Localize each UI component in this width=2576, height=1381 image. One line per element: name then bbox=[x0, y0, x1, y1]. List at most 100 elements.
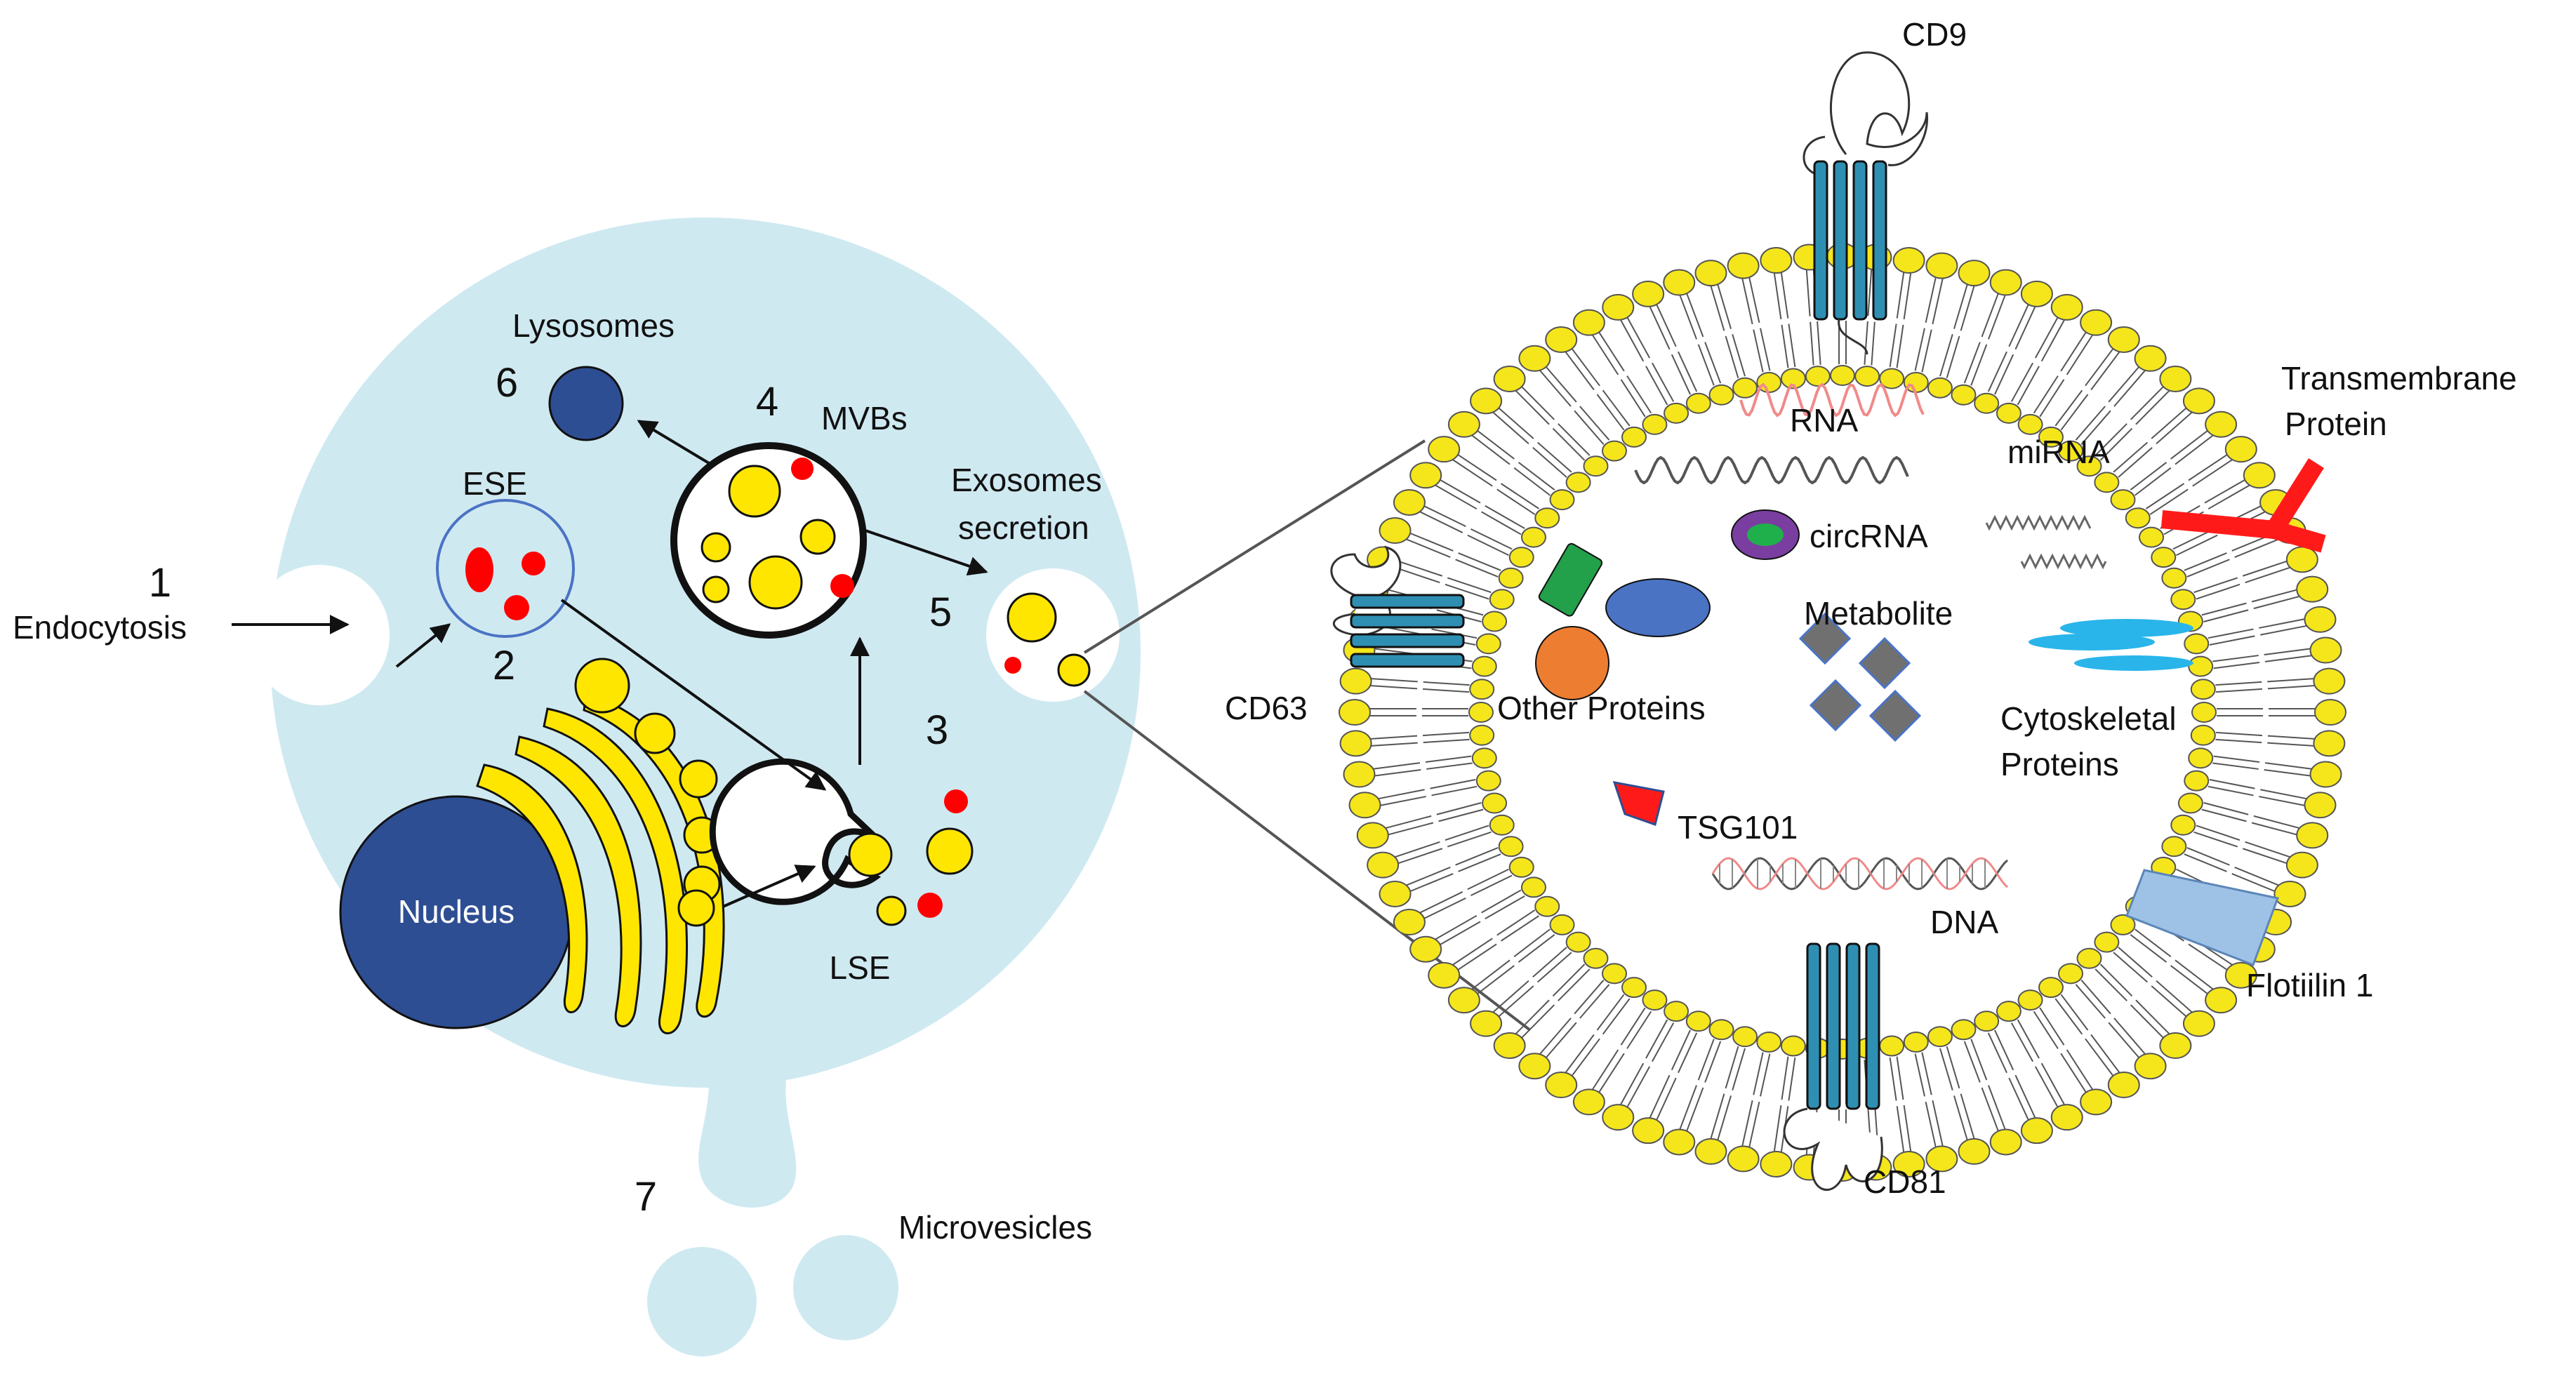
lipid-head-outer bbox=[1572, 1088, 1605, 1116]
lipid-head-outer bbox=[1958, 260, 1991, 287]
lipid-tail bbox=[1655, 1077, 1677, 1121]
lipid-head-inner bbox=[2017, 413, 2043, 435]
other-proteins-label: Other Proteins bbox=[1497, 690, 1706, 726]
lipid-tail bbox=[2149, 488, 2189, 515]
lse-vesicle bbox=[848, 832, 893, 877]
lipid-tail bbox=[1805, 269, 1811, 316]
lipid-tail bbox=[1393, 841, 1440, 858]
arrow-golgi-to-lse bbox=[722, 865, 816, 908]
lipid-head-inner bbox=[1482, 611, 1508, 632]
lipid-tail bbox=[1552, 427, 1586, 461]
lipid-tail bbox=[1431, 785, 1478, 796]
lipid-tail bbox=[2259, 796, 2308, 807]
lipid-tail bbox=[1994, 354, 2014, 395]
released-exosome bbox=[1007, 592, 1057, 643]
lipid-head-outer bbox=[1727, 1145, 1760, 1173]
lipid-head-outer bbox=[1409, 462, 1442, 489]
lipid-tail bbox=[1946, 1046, 1960, 1089]
lipid-tail bbox=[2085, 347, 2115, 387]
lipid-tail bbox=[1426, 762, 1473, 770]
lipid-tail bbox=[1436, 802, 1482, 815]
lipid-tail bbox=[2130, 462, 2167, 491]
lipid-head-outer bbox=[2314, 699, 2346, 726]
lipid-tail bbox=[1788, 323, 1796, 368]
lse-cargo bbox=[917, 893, 943, 918]
lipid-head-inner bbox=[2190, 679, 2216, 700]
lipid-head-outer bbox=[1632, 1117, 1665, 1145]
lipid-head-inner bbox=[1805, 366, 1831, 387]
lipid-tail bbox=[2203, 609, 2249, 622]
lipid-tail bbox=[1953, 1095, 1968, 1141]
lipid-tail bbox=[1903, 273, 1912, 320]
lipid-tail bbox=[1817, 321, 1821, 365]
lipid-tail bbox=[1481, 511, 1522, 535]
lipid-tail bbox=[1932, 279, 1944, 325]
lipid-tail bbox=[1456, 453, 1497, 481]
cytoskeletal-label-line1: Cytoskeletal bbox=[2000, 700, 2177, 737]
lipid-tail bbox=[1710, 286, 1725, 331]
lse-vesicle bbox=[876, 895, 907, 926]
lipid-tail bbox=[2175, 959, 2214, 990]
lipid-tail bbox=[2184, 853, 2227, 872]
lipid-tail bbox=[2186, 559, 2230, 578]
lipid-tail bbox=[2033, 375, 2059, 414]
lipid-head-inner bbox=[1685, 1010, 1711, 1032]
lipid-head-outer bbox=[1518, 345, 1551, 372]
lipid-head-outer bbox=[1339, 699, 1371, 726]
lipid-tail bbox=[1596, 394, 1625, 431]
lipid-tail bbox=[2060, 994, 2089, 1031]
lipid-head-inner bbox=[2139, 526, 2165, 548]
lipid-tail bbox=[2033, 1010, 2059, 1049]
circrna-label: circRNA bbox=[1810, 518, 1928, 554]
lipid-tail bbox=[2066, 335, 2093, 375]
lipid-tail bbox=[2085, 1038, 2115, 1077]
lipid-tail bbox=[1620, 319, 1645, 362]
lipid-head-outer bbox=[2309, 761, 2342, 788]
lipid-tail bbox=[1946, 335, 1960, 379]
lipid-tail bbox=[1407, 531, 1454, 552]
lipid-head-outer bbox=[1632, 280, 1665, 307]
lipid-head-outer bbox=[1393, 909, 1426, 936]
lipid-head-outer bbox=[2134, 345, 2167, 372]
lipid-tail bbox=[1889, 1057, 1897, 1101]
lipid-tail bbox=[1649, 306, 1671, 350]
lipid-head-outer bbox=[2313, 730, 2346, 757]
lipid-tail bbox=[1470, 528, 1513, 550]
lipid-tail bbox=[1492, 411, 1529, 445]
lipid-tail bbox=[1496, 488, 1536, 515]
lipid-tail bbox=[2259, 618, 2308, 629]
lipid-tail bbox=[1773, 273, 1782, 320]
lipid-tail bbox=[2054, 998, 2083, 1035]
lipid-tail bbox=[1717, 1095, 1732, 1141]
lipid-tail bbox=[2118, 947, 2153, 978]
lipid-head-outer bbox=[1493, 365, 1526, 392]
lipid-tail bbox=[1598, 1053, 1625, 1094]
lipid-tail bbox=[1552, 963, 1586, 997]
lipid-tail bbox=[1939, 1048, 1953, 1090]
lipid-tail bbox=[1452, 938, 1493, 966]
microvesicle bbox=[793, 1235, 898, 1340]
lipid-tail bbox=[2130, 1004, 2165, 1040]
lipid-head-inner bbox=[2058, 963, 2084, 985]
endocytosis-notch bbox=[249, 565, 390, 705]
lipid-tail bbox=[1455, 559, 1499, 578]
lipid-tail bbox=[1686, 293, 1704, 338]
lipid-tail bbox=[1896, 1056, 1904, 1100]
lipid-tail bbox=[1368, 735, 1418, 740]
lipid-tail bbox=[1481, 889, 1522, 914]
cytoskeletal-icon bbox=[2029, 619, 2193, 671]
lipid-tail bbox=[2201, 808, 2247, 822]
lipid-tail bbox=[1704, 342, 1722, 384]
lipid-head-outer bbox=[2080, 309, 2113, 336]
lipid-head-inner bbox=[2170, 589, 2196, 611]
lipid-tail bbox=[1963, 342, 1981, 384]
zoom-lines bbox=[1083, 439, 1532, 1032]
lipid-tail bbox=[1425, 755, 1472, 763]
lipid-head-outer bbox=[1356, 822, 1389, 849]
mirna-strand bbox=[2020, 553, 2107, 570]
lipid-head-outer bbox=[1892, 247, 1925, 274]
lipid-tail bbox=[1419, 891, 1463, 914]
lipid-tail bbox=[1602, 389, 1631, 427]
lipid-tail bbox=[1626, 1066, 1651, 1108]
lipid-tail bbox=[2216, 731, 2263, 737]
